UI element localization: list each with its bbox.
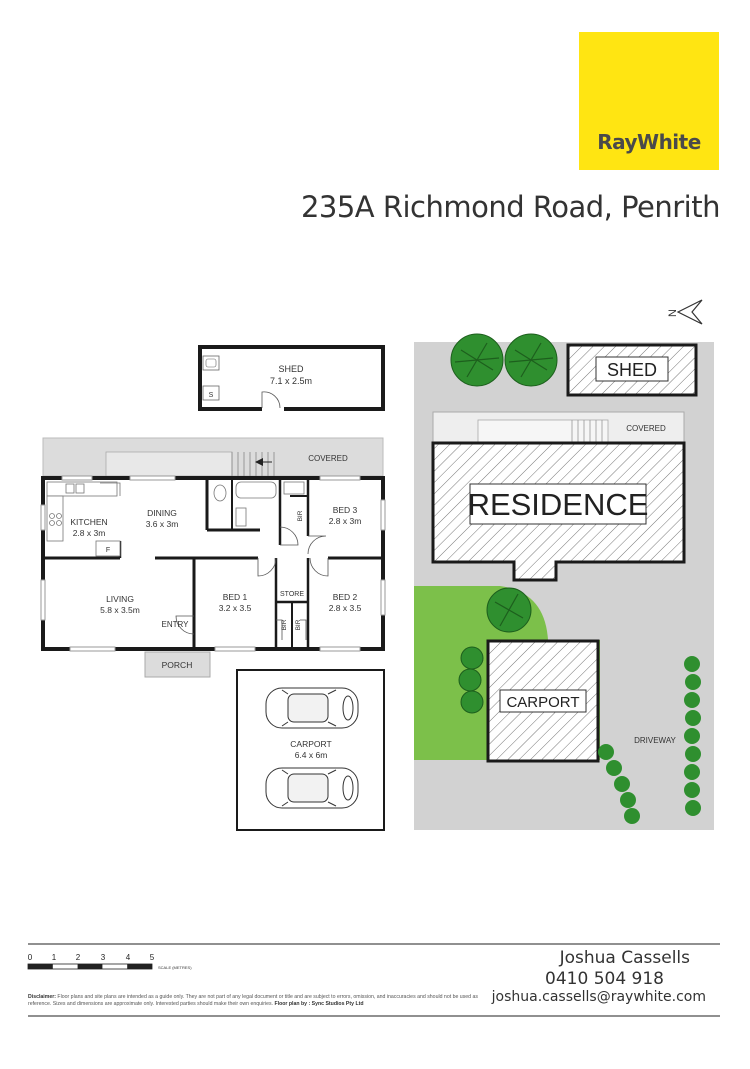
bir-label-bed3: BIR (297, 510, 304, 521)
bed1-name: BED 1 (223, 592, 248, 602)
scale-tick-4: 4 (126, 953, 131, 962)
carport-size: 6.4 x 6m (295, 750, 328, 760)
driveway-label: DRIVEWAY (634, 736, 676, 745)
site-residence: RESIDENCE (431, 441, 686, 582)
covered-label: COVERED (308, 454, 348, 463)
bir-label-bed2: BIR (295, 619, 302, 630)
residence-label: RESIDENCE (468, 487, 649, 522)
disclaimer-text: Floor plans and site plans are intended … (28, 994, 478, 1007)
north-arrow-icon: N (667, 299, 703, 325)
disclaimer-credit: Floor plan by : Sync Studios Pty Ltd (274, 1001, 364, 1007)
site-shed: SHED (566, 343, 698, 397)
car-icon-bottom (265, 767, 359, 809)
door-swings (175, 526, 329, 640)
property-address: 235A Richmond Road, Penrith (300, 190, 721, 224)
bed3-size: 2.8 x 3m (329, 516, 362, 526)
bir-label-bed1: BIR (281, 619, 288, 630)
shed-fixture-label: S (209, 392, 214, 399)
shed-floor: S SHED 7.1 x 2.5m (198, 345, 385, 412)
store-label: STORE (280, 591, 304, 598)
shed-size: 7.1 x 2.5m (270, 376, 312, 386)
windows (40, 475, 386, 652)
bed1-size: 3.2 x 3.5 (219, 603, 252, 613)
living-size: 5.8 x 3.5m (100, 605, 140, 615)
room-labels: KITCHEN 2.8 x 3m DINING 3.6 x 3m BED 3 2… (70, 505, 361, 630)
trees (450, 333, 701, 824)
scale-tick-5: 5 (150, 953, 155, 962)
living-name: LIVING (106, 594, 134, 604)
fridge-label: F (106, 547, 110, 554)
bathroom-fixtures (213, 481, 305, 527)
logo-text: RayWhite (597, 130, 701, 154)
bed3-name: BED 3 (333, 505, 358, 515)
site-carport: CARPORT (486, 639, 600, 763)
carport-name: CARPORT (290, 739, 331, 749)
porch: PORCH (144, 651, 211, 678)
disclaimer-label: Disclaimer: (28, 994, 56, 1000)
agent-phone: 0410 504 918 (545, 969, 664, 989)
carport-floor: CARPORT 6.4 x 6m (236, 669, 385, 831)
north-label: N (667, 309, 679, 317)
kitchen-name: KITCHEN (70, 517, 107, 527)
site-carport-label: CARPORT (506, 694, 579, 711)
scale-unit: SCALE (METRES) (158, 965, 192, 970)
scale-tick-0: 0 (28, 953, 33, 962)
kitchen-fixtures (46, 481, 121, 557)
car-icon-top (265, 687, 359, 729)
dining-size: 3.6 x 3m (146, 519, 179, 529)
house-walls (41, 476, 385, 651)
scale-tick-3: 3 (101, 953, 106, 962)
site-covered: COVERED (432, 411, 685, 443)
kitchen-size: 2.8 x 3m (73, 528, 106, 538)
site-shed-label: SHED (607, 360, 657, 380)
disclaimer: Disclaimer: Floor plans and site plans a… (28, 994, 488, 1008)
porch-label: PORCH (162, 660, 193, 670)
site-covered-label: COVERED (626, 424, 666, 433)
scale-tick-2: 2 (76, 953, 81, 962)
bed2-size: 2.8 x 3.5 (329, 603, 362, 613)
scale-bar: 0 1 2 3 4 5 SCALE (METRES) (27, 953, 192, 970)
entry-label: ENTRY (162, 620, 190, 629)
ray-white-logo: RayWhite (579, 32, 719, 170)
bed2-name: BED 2 (333, 592, 358, 602)
agent-name: Joshua Cassells (559, 948, 690, 968)
agent-email[interactable]: joshua.cassells@raywhite.com (491, 989, 706, 1005)
dining-name: DINING (147, 508, 177, 518)
covered-area: COVERED (42, 437, 384, 477)
scale-tick-1: 1 (52, 953, 57, 962)
shed-name: SHED (278, 364, 304, 374)
